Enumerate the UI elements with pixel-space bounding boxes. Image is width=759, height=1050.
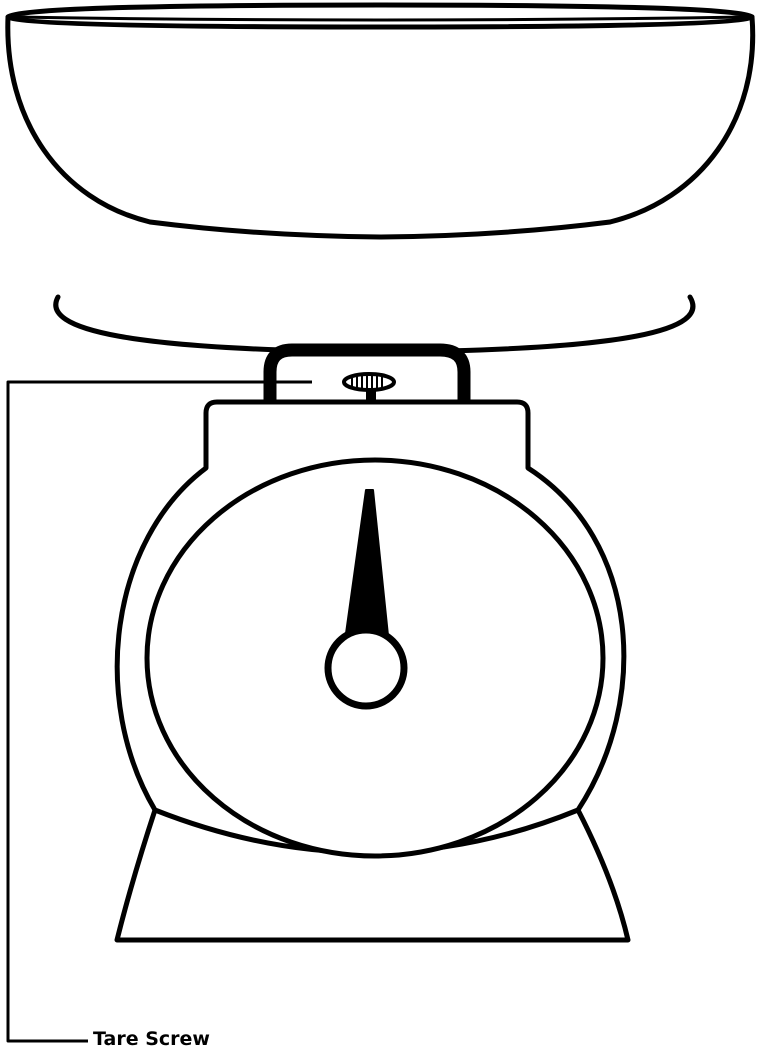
tare-screw-stem: [366, 388, 376, 404]
tare-screw[interactable]: [342, 372, 396, 404]
tare-screw-knurling: [351, 374, 383, 390]
bowl-rim: [5, 2, 755, 30]
scale-base: [114, 807, 631, 943]
callout-leader-line: [6, 380, 312, 1043]
bowl-body: [5, 14, 756, 240]
bowl: [5, 2, 756, 240]
bowl-rim-inner-line: [12, 15, 748, 22]
needle-pivot: [324, 626, 408, 710]
tare-screw-label: Tare Screw: [93, 1028, 210, 1050]
